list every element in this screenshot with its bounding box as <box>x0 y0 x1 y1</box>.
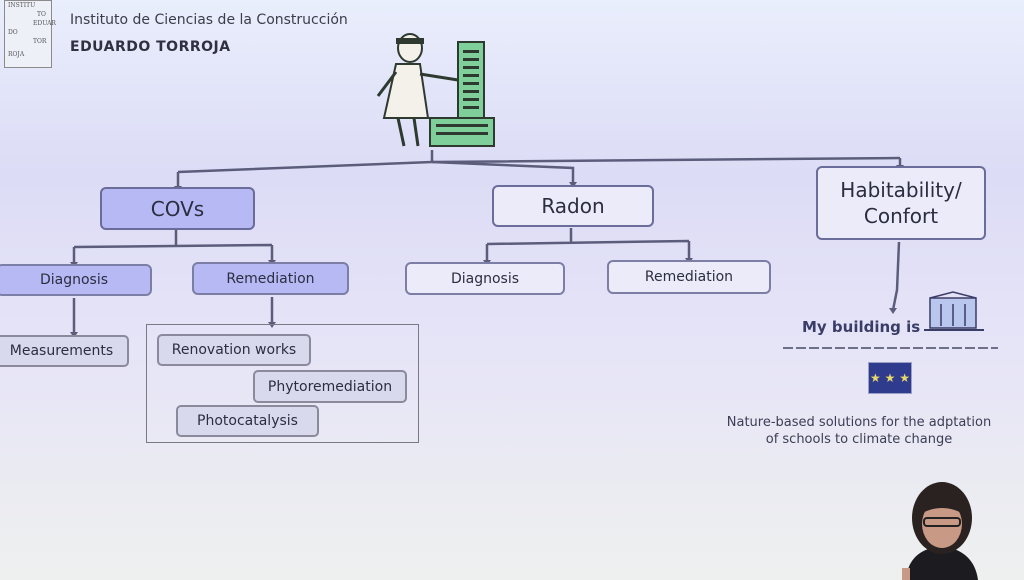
node-label: Remediation <box>644 269 734 285</box>
project-caption: Nature-based solutions for the adptation… <box>696 414 1022 448</box>
leaf-photocatalysis: Photocatalysis <box>176 405 319 437</box>
node-label: Habitability/ Confort <box>840 178 962 228</box>
logo-text: EDUAR <box>33 20 56 27</box>
caption-line: of schools to climate change <box>765 432 953 447</box>
institute-name: Instituto de Ciencias de la Construcción <box>70 12 348 28</box>
logo-text: TO <box>37 11 46 18</box>
node-label: Radon <box>541 194 605 218</box>
leaf-label: Photocatalysis <box>197 413 298 429</box>
node-covs-diagnosis: Diagnosis <box>0 264 152 296</box>
logo-text: TOR <box>33 38 47 45</box>
presenter-video <box>902 482 978 580</box>
node-habitability: Habitability/ Confort <box>816 166 986 240</box>
eu-flag-icon: ★ ★ ★ <box>868 362 912 394</box>
leaf-label: Measurements <box>9 343 114 359</box>
node-label: Diagnosis <box>39 272 109 288</box>
node-covs: COVs <box>100 187 255 230</box>
my-building-title: My building is <box>802 318 921 336</box>
institute-logo: INSTITU TO EDUAR DO TOR ROJA <box>4 0 56 68</box>
node-label: Diagnosis <box>450 270 520 287</box>
scientist-building-illustration <box>376 33 495 147</box>
node-covs-remediation: Remediation <box>192 262 349 295</box>
institute-subtitle: EDUARDO TORROJA <box>70 39 231 55</box>
node-radon-diagnosis: Diagnosis <box>405 262 565 295</box>
logo-text: ROJA <box>8 51 25 58</box>
node-radon: Radon <box>492 185 654 227</box>
logo-text: INSTITU <box>8 2 36 9</box>
leaf-phytoremediation: Phytoremediation <box>253 370 407 403</box>
node-radon-remediation: Remediation <box>607 260 771 294</box>
leaf-renovation-works: Renovation works <box>157 334 311 366</box>
caption-line: Nature-based solutions for the adptation <box>726 415 992 430</box>
logo-text: DO <box>8 29 18 36</box>
leaf-label: Phytoremediation <box>267 378 393 395</box>
my-building-icon <box>924 291 984 331</box>
node-label: Remediation <box>226 270 315 287</box>
node-label: COVs <box>150 196 205 221</box>
leaf-measurements: Measurements <box>0 335 129 367</box>
remediation-group-frame <box>146 324 419 443</box>
leaf-label: Renovation works <box>171 342 297 358</box>
